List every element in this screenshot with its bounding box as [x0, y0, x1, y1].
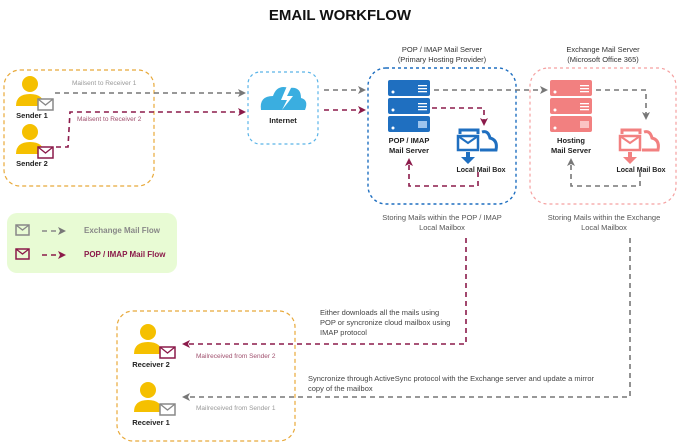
pop-note-line3: IMAP protocol [320, 328, 367, 337]
legend-exchange-label: Exchange Mail Flow [84, 226, 161, 235]
pop-server-label-line2: Mail Server [388, 146, 430, 155]
pop-server-label-line1: POP / IMAP [388, 136, 430, 145]
flow-label-sender1: Mailsent to Receiver 1 [72, 80, 137, 87]
pop-note-line2: POP or syncronize cloud mailbox using [320, 318, 451, 327]
pop-local-mailbox-icon [456, 128, 498, 164]
pop-server-group-box [367, 67, 517, 205]
flow-exchange-mailbox-to-server [567, 158, 641, 187]
legend-envelope-gray-icon [15, 224, 30, 236]
pop-mailbox-label: Local Mail Box [456, 167, 506, 174]
flow-label-receiver1: Mailreceived from Sender 1 [196, 405, 276, 412]
pop-server-icon [388, 80, 430, 132]
pop-header-line1: POP / IMAP Mail Server [401, 45, 483, 54]
exchange-note-line1: Syncronize through ActiveSync protocol w… [308, 374, 594, 383]
receiver-1-label: Receiver 1 [132, 418, 170, 427]
flow-label-sender2: Mailsent to Receiver 2 [77, 116, 142, 123]
exchange-caption-line2: Local Mailbox [581, 223, 627, 232]
senders-group-box [3, 69, 155, 187]
exchange-server-group-box [529, 67, 677, 205]
envelope-gray-icon [159, 403, 176, 416]
legend-box [7, 213, 177, 273]
exchange-header-line2: (Microsoft Office 365) [567, 55, 639, 64]
exchange-header-line1: Exchange Mail Server [566, 45, 640, 54]
envelope-maroon-icon [159, 346, 176, 359]
pop-header-line2: (Primary Hosting Provider) [397, 55, 487, 64]
receivers-group-box [116, 310, 296, 442]
exchange-server-label-line1: Hosting [557, 136, 585, 145]
flow-exchange-server-to-mailbox [596, 89, 650, 120]
exchange-mailbox-label: Local Mail Box [616, 167, 666, 174]
envelope-maroon-icon [37, 146, 54, 159]
exchange-server-label-line2: Mail Server [550, 146, 592, 155]
exchange-local-mailbox-icon [618, 128, 660, 164]
exchange-caption-line1: Storing Mails within the Exchange [547, 213, 661, 222]
flow-pop-mailbox-to-server [405, 158, 479, 187]
flow-sender2-to-internet [56, 108, 246, 148]
diagram-title: EMAIL WORKFLOW [268, 7, 412, 24]
exchange-server-icon [550, 80, 592, 132]
exchange-note-line2: copy of the mailbox [308, 384, 373, 393]
receiver-2-avatar [134, 324, 162, 354]
legend-pop-label: POP / IMAP Mail Flow [84, 250, 166, 259]
flow-label-receiver2: Mailreceived from Sender 2 [196, 353, 276, 360]
cloud-lightning-icon [260, 86, 307, 110]
pop-note-line1: Either downloads all the mails using [320, 308, 440, 317]
legend-envelope-maroon-icon [15, 248, 30, 260]
sender-2-label: Sender 2 [16, 159, 48, 168]
envelope-gray-icon [37, 98, 54, 111]
internet-label: Internet [269, 116, 297, 125]
flow-pop-server-to-mailbox [432, 107, 488, 126]
pop-caption-line2: Local Mailbox [419, 223, 465, 232]
receiver-1-avatar [134, 382, 162, 412]
receiver-2-label: Receiver 2 [132, 360, 170, 369]
sender-1-label: Sender 1 [16, 111, 48, 120]
pop-caption-line1: Storing Mails within the POP / IMAP [382, 213, 502, 222]
